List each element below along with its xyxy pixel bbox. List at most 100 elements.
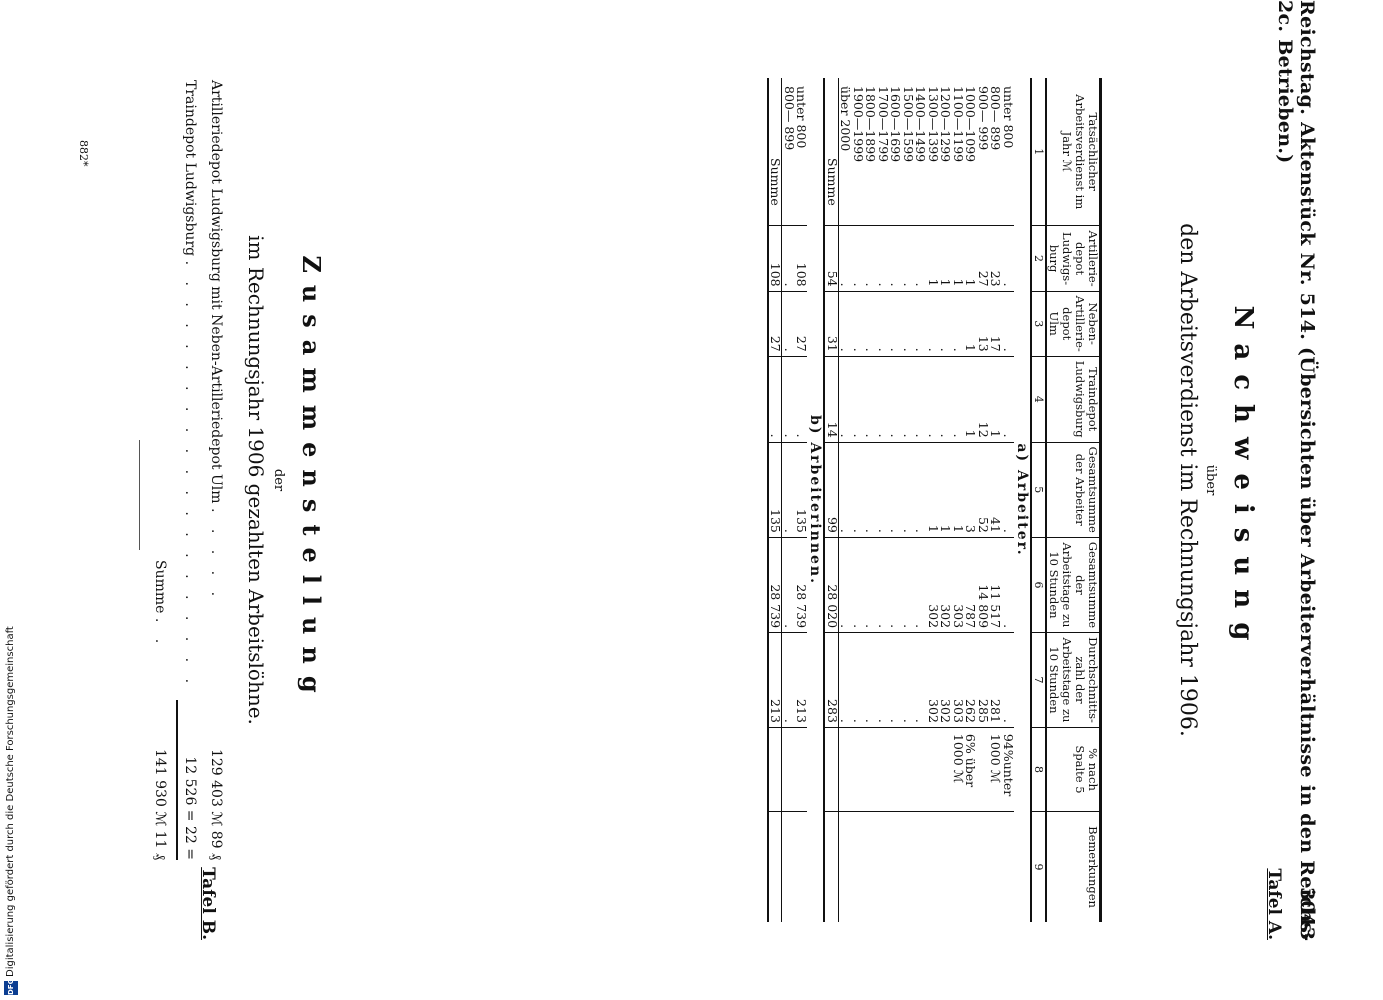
document-title: Nachweisung xyxy=(1228,305,1258,655)
table-cell: . xyxy=(838,537,854,633)
table-cell xyxy=(795,727,808,812)
table-cell: 54 xyxy=(824,225,840,292)
digitization-note: DFG Digitalisierung gefördert durch die D… xyxy=(4,0,24,995)
table-cell: . xyxy=(864,632,879,728)
table-cell: 27 xyxy=(795,291,810,357)
closing-rule xyxy=(139,440,140,550)
table-cell xyxy=(889,811,902,922)
summary-total: Summe . . 141 930 ℳ 11 ₰ xyxy=(152,560,168,860)
table-cell: . xyxy=(782,291,797,357)
table-cell xyxy=(951,811,964,922)
table-row: 1800—1899...... xyxy=(864,78,879,922)
col-number: 6 xyxy=(1031,537,1046,633)
table-cell: 14 809 xyxy=(976,537,991,633)
table-cell: . xyxy=(782,442,797,538)
page-number: 3043 xyxy=(1296,887,1318,940)
table-cell: . xyxy=(926,291,941,357)
table-cell: . xyxy=(914,291,929,357)
col-number: 1 xyxy=(1031,78,1046,226)
table-cell: 1000 ℳ xyxy=(951,727,966,812)
table-cell: . xyxy=(1001,225,1016,292)
sum-rule xyxy=(176,700,178,860)
table-cell: . xyxy=(901,537,916,633)
table-cell xyxy=(939,727,952,812)
table-cell: 303 xyxy=(951,537,966,633)
table-cell: . xyxy=(782,225,797,292)
table-cell xyxy=(926,811,939,922)
table-cell: . xyxy=(951,291,966,357)
column-number-row: 1 2 3 4 5 6 7 8 9 xyxy=(1031,78,1046,922)
col-header-1: Tatsächlicher Arbeitsverdienst im Jahr ℳ xyxy=(1060,94,1100,210)
table-cell: . xyxy=(876,291,891,357)
table-cell: . xyxy=(901,442,916,538)
table-cell: 213 xyxy=(768,632,784,728)
table-cell: . xyxy=(951,356,966,443)
table-cell xyxy=(851,811,864,922)
table-cell: . xyxy=(876,442,891,538)
table-cell xyxy=(926,727,939,812)
table-cell: 283 xyxy=(824,632,840,728)
summary-line-amount: 129 403 ℳ 89 ₰ xyxy=(208,748,224,860)
table-cell: . xyxy=(851,225,866,292)
summary-line-label: Traindepot Ludwigsburg xyxy=(182,80,198,257)
summary-total-label: Summe xyxy=(152,560,168,614)
summary-title: Zusammenstellung xyxy=(297,255,326,705)
table-cell: 1300—1399 xyxy=(926,86,941,163)
table-cell: . xyxy=(782,632,797,728)
table-cell: . xyxy=(851,632,866,728)
table-cell: 1 xyxy=(951,225,966,292)
table-cell: . xyxy=(876,225,891,292)
table-cell: . xyxy=(864,537,879,633)
table-cell: . xyxy=(795,356,810,443)
table-cell: . xyxy=(876,632,891,728)
table-cell: . xyxy=(901,291,916,357)
table-cell: 285 xyxy=(976,632,991,728)
table-cell: . xyxy=(889,356,904,443)
table-cell: . xyxy=(914,632,929,728)
table-cell: . xyxy=(889,442,904,538)
dfg-logo: DFG xyxy=(4,979,18,995)
table-cell: . xyxy=(864,356,879,443)
table-cell xyxy=(876,727,889,812)
section-b-row: b) Arbeiterinnen. xyxy=(808,78,825,922)
document-page: Reichstag. Aktenstück Nr. 514. (Übersich… xyxy=(77,0,1318,941)
table-cell xyxy=(838,727,852,812)
table-cell xyxy=(901,727,914,812)
digitization-text: Digitalisierung gefördert durch die Deut… xyxy=(5,626,16,977)
table-cell: . xyxy=(876,356,891,443)
table-cell: 27 xyxy=(768,291,784,357)
col-header-5: Gesamtsumme der Arbeiter xyxy=(1046,442,1101,538)
table-cell xyxy=(795,811,808,922)
table-cell: 1 xyxy=(964,356,979,443)
table-cell xyxy=(939,811,952,922)
table-cell: . xyxy=(838,291,854,357)
col-header-9: Bemerkungen xyxy=(1046,811,1101,922)
table-cell: 1 xyxy=(939,442,954,538)
table-cell xyxy=(914,811,927,922)
table-cell: 108 xyxy=(795,225,810,292)
title-ueber: über xyxy=(1203,464,1218,496)
table-cell: . xyxy=(889,225,904,292)
table-cell xyxy=(976,727,989,812)
table-cell: 94%unter xyxy=(1001,727,1016,812)
table-cell: 135 xyxy=(795,442,810,538)
table-cell: . xyxy=(864,291,879,357)
col-header-8: % nach Spalte 5 xyxy=(1046,727,1101,812)
section-a-row: a) Arbeiter. xyxy=(1014,78,1031,922)
col-number: 3 xyxy=(1031,291,1046,357)
table-cell xyxy=(864,727,877,812)
table-cell: 1 xyxy=(926,442,941,538)
summary-der: der xyxy=(271,468,286,492)
col-header-6: Gesamtsumme der Arbeitstage zu 10 Stunde… xyxy=(1046,537,1101,633)
table-cell xyxy=(824,727,839,812)
section-b-heading: b) Arbeiterinnen. xyxy=(807,415,824,585)
table-cell: . xyxy=(926,356,941,443)
table-cell: . xyxy=(851,537,866,633)
